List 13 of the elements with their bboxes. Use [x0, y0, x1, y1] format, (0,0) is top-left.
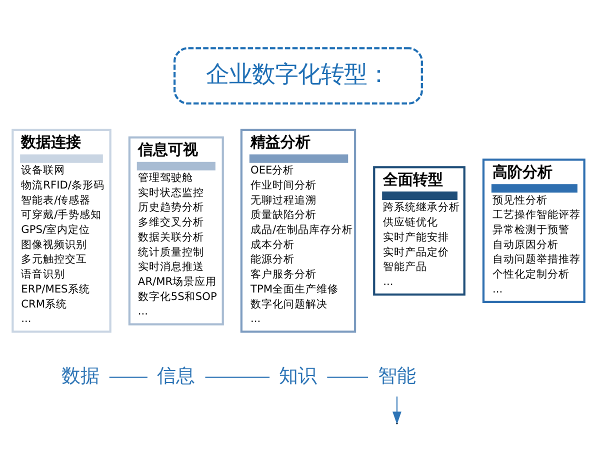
node-box: 企业数字化转型：: [174, 46, 423, 104]
connector: [327, 376, 368, 378]
connector: [109, 376, 148, 378]
node-box: 数据连接 设备联网 物流RFID/条形码 智能表/传感器 可穿戴/手势感知 GPS/室内定位 图像视频识别 多元触控交互 语音识别 ERP/MES系统 CRM系统 ...: [12, 128, 112, 332]
connector: [205, 376, 270, 378]
node-box: 精益分析 OEE分析 作业时间分析 无聊过程追溯 质量缺陷分析 成品/在制品库存分析 成本分析 能源分析 客户服务分析 TPM全面生产维修 数字化问题解决 ...: [240, 128, 356, 332]
node-text: 知识: [279, 364, 318, 387]
node-text: 数据: [62, 364, 100, 387]
node-box: 信息可视 管理驾驶舱 实时状态监控 历史趋势分析 多维交叉分析 数据关联分析 统计质量控制 实时消息推送 AR/MR场景应用 数字化5S和SOP ...: [128, 136, 224, 325]
node-box: 高阶分析 预见性分析 工艺操作智能评荐 异常检测于预警 自动原因分析 自动问题举措推荐 个性化定制分析 ...: [482, 158, 586, 303]
node-text: 智能: [378, 364, 416, 387]
node-text: 信息: [157, 364, 196, 387]
node-box: 全面转型 跨系统继承分析 供应链优化 实时产能安排 实时产品定价 智能产品 ...: [373, 166, 466, 296]
